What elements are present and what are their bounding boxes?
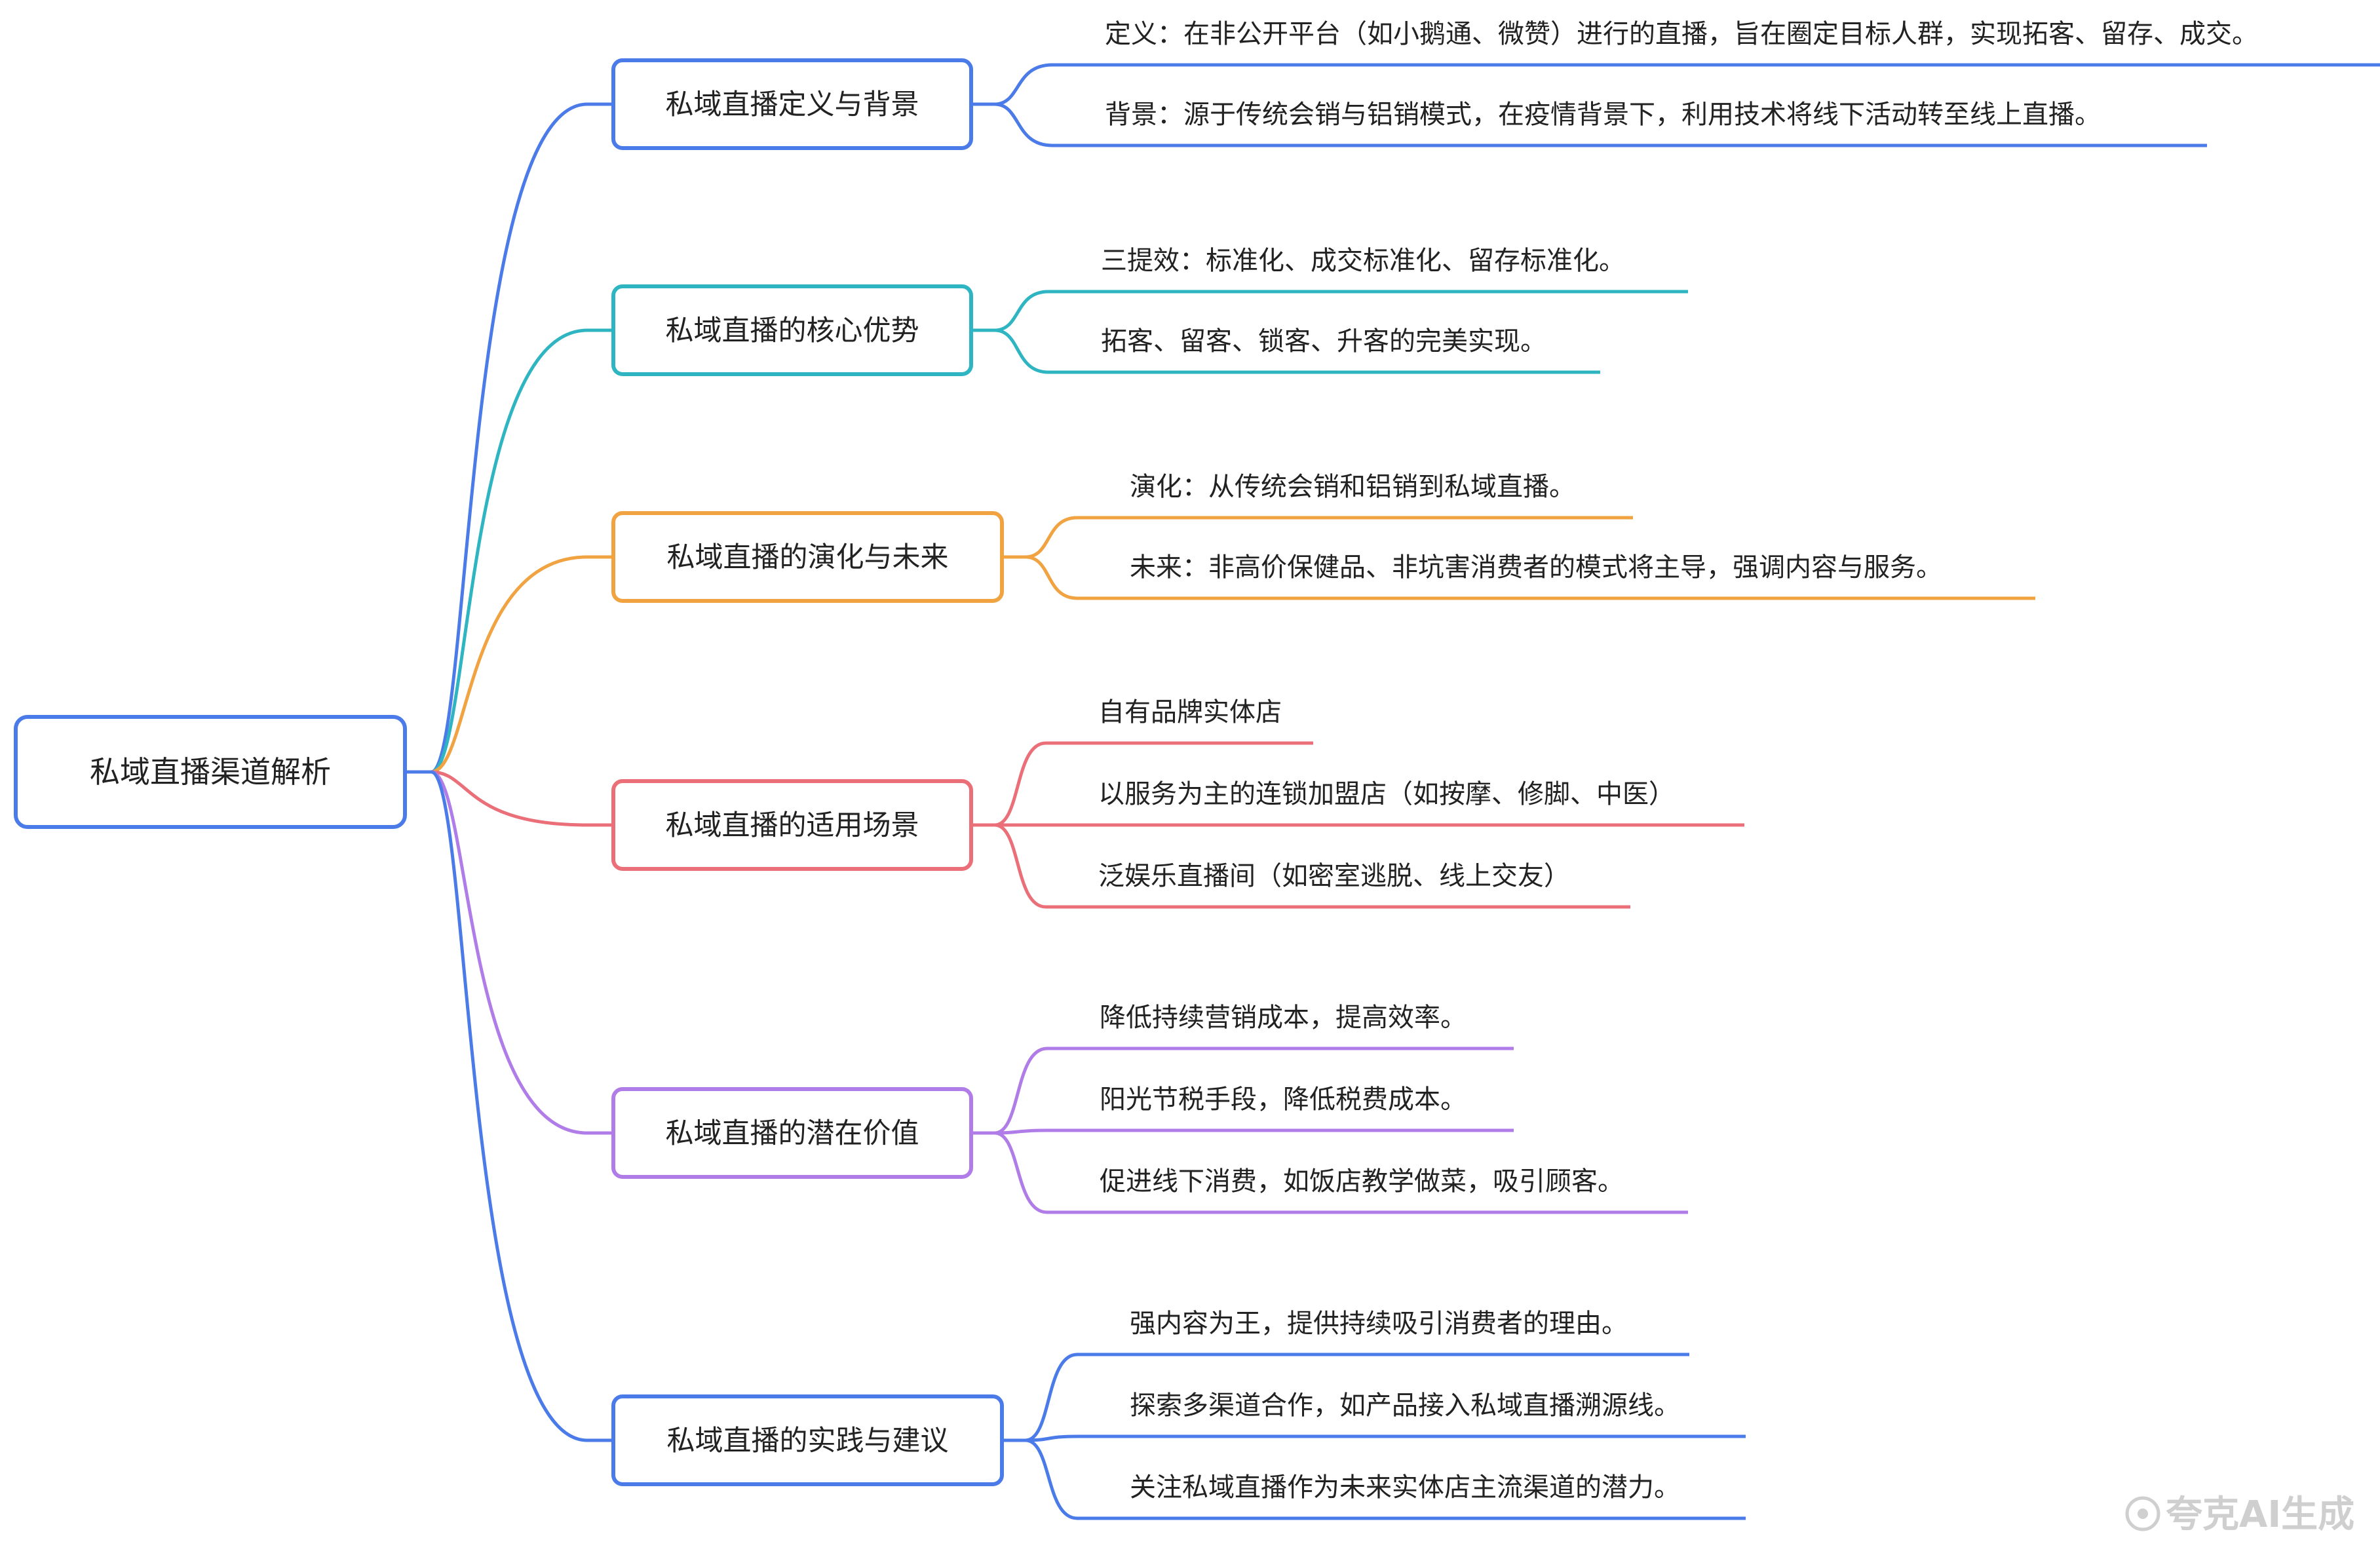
leaf-node-label[interactable]: 拓客、留客、锁客、升客的完美实现。 <box>1101 326 1546 356</box>
branch-node-label: 私域直播的核心优势 <box>666 315 919 347</box>
leaf-node-label[interactable]: 自有品牌实体店 <box>1098 697 1282 727</box>
leaf-connector <box>994 1131 1688 1214</box>
leaf-node-label[interactable]: 未来：非高价保健品、非坑害消费者的模式将主导，强调内容与服务。 <box>1130 552 1942 583</box>
leaf-connector <box>994 328 1600 374</box>
branch-node[interactable]: 私域直播的核心优势 <box>611 284 973 376</box>
leaf-node-label[interactable]: 阳光节税手段，降低税费成本。 <box>1100 1085 1467 1115</box>
branch-node-box <box>611 779 973 871</box>
branch-connector <box>431 555 613 774</box>
leaf-connector <box>994 102 2207 147</box>
branch-node-box <box>611 58 973 150</box>
leaf-connector <box>1025 1438 1746 1520</box>
leaf-connector <box>1025 555 2035 600</box>
branch-node[interactable]: 私域直播的适用场景 <box>611 779 973 871</box>
watermark-text: 夸克AI生成 <box>2166 1493 2354 1536</box>
leaf-connector <box>994 63 2380 106</box>
leaf-connector <box>1025 1353 1689 1442</box>
leaf-connector <box>1025 516 1633 559</box>
leaf-node-label[interactable]: 以服务为主的连锁加盟店（如按摩、修脚、中医） <box>1098 779 1675 809</box>
branch-node[interactable]: 私域直播的实践与建议 <box>611 1394 1004 1486</box>
branch-node-label: 私域直播定义与背景 <box>666 88 919 121</box>
leaf-connector <box>1025 1434 1746 1442</box>
leaf-node-label[interactable]: 泛娱乐直播间（如密室逃脱、线上交友） <box>1098 861 1570 891</box>
branch-node-box <box>611 1394 1004 1486</box>
leaf-node-label[interactable]: 背景：源于传统会销与铝销模式，在疫情背景下，利用技术将线下活动转至线上直播。 <box>1105 100 2101 130</box>
connector-layer <box>405 63 2380 1520</box>
branch-node[interactable]: 私域直播的潜在价值 <box>611 1087 973 1179</box>
leaf-connector <box>994 823 1630 909</box>
branch-node-label: 私域直播的适用场景 <box>666 809 919 842</box>
leaf-node-label[interactable]: 强内容为王，提供持续吸引消费者的理由。 <box>1130 1309 1628 1339</box>
leaf-node-label[interactable]: 定义：在非公开平台（如小鹅通、微赞）进行的直播，旨在圈定目标人群，实现拓客、留存… <box>1105 19 2258 49</box>
branch-connector <box>431 328 613 774</box>
branch-node-label: 私域直播的实践与建议 <box>667 1425 949 1457</box>
branch-connector <box>431 770 613 1135</box>
leaf-node-label[interactable]: 关注私域直播作为未来实体店主流渠道的潜力。 <box>1130 1472 1680 1503</box>
leaf-node-label[interactable]: 降低持续营销成本，提高效率。 <box>1100 1003 1467 1033</box>
node-layer: 私域直播渠道解析 私域直播定义与背景 定义：在非公开平台（如小鹅通、微赞）进行的直播… <box>14 19 2258 1503</box>
branch-node[interactable]: 私域直播的演化与未来 <box>611 511 1004 603</box>
branch-node-box <box>611 511 1004 603</box>
branch-connector <box>431 102 613 774</box>
root-node-label: 私域直播渠道解析 <box>90 754 331 790</box>
root-node[interactable]: 私域直播渠道解析 <box>14 715 407 829</box>
root-node-box <box>14 715 407 829</box>
leaf-node-label[interactable]: 促进线下消费，如饭店教学做菜，吸引顾客。 <box>1100 1166 1624 1197</box>
watermark-logo-icon <box>2125 1496 2160 1531</box>
watermark: 夸克AI生成 <box>2125 1493 2354 1536</box>
watermark-logo-dot <box>2138 1508 2148 1519</box>
leaf-node-label[interactable]: 演化：从传统会销和铝销到私域直播。 <box>1130 472 1575 502</box>
leaf-connector <box>994 741 1313 827</box>
leaf-connector <box>994 290 1688 332</box>
leaf-node-label[interactable]: 探索多渠道合作，如产品接入私域直播溯源线。 <box>1130 1391 1680 1421</box>
leaf-connector <box>994 1046 1514 1135</box>
branch-connector <box>431 770 613 1442</box>
leaf-node-label[interactable]: 三提效：标准化、成交标准化、留存标准化。 <box>1101 246 1625 276</box>
branch-node[interactable]: 私域直播定义与背景 <box>611 58 973 150</box>
branch-connector <box>431 770 613 827</box>
leaf-connector <box>994 1128 1514 1135</box>
branch-node-label: 私域直播的潜在价值 <box>666 1117 919 1150</box>
branch-node-box <box>611 1087 973 1179</box>
branch-node-box <box>611 284 973 376</box>
branch-node-label: 私域直播的演化与未来 <box>667 541 949 574</box>
